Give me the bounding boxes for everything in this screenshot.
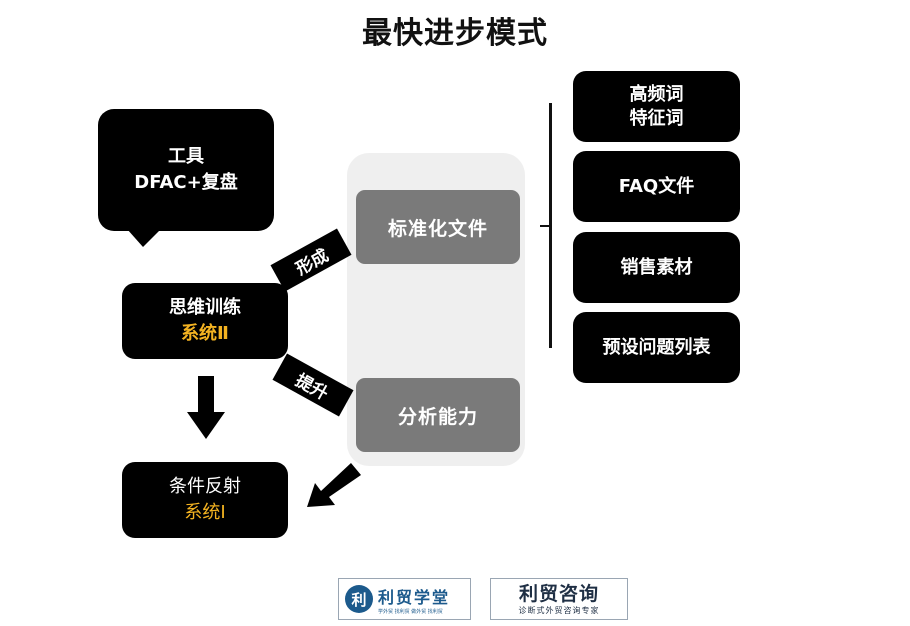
tool-bubble: 工具 DFAC+复盘 bbox=[98, 109, 274, 231]
libao-academy-tagline: 学外贸 找利贸 做外贸 找利贸 bbox=[378, 608, 443, 615]
right-item-label: FAQ文件 bbox=[618, 175, 695, 197]
right-item-label: 高频词 特征词 bbox=[629, 83, 684, 129]
tool-bubble-title: 工具 bbox=[168, 146, 204, 167]
right-item-label: 预设问题列表 bbox=[602, 336, 711, 358]
down-arrow-icon bbox=[187, 376, 225, 439]
tool-bubble-pointer bbox=[127, 229, 161, 247]
tool-bubble-subtitle: DFAC+复盘 bbox=[134, 172, 238, 193]
libao-academy-emblem: 利 bbox=[345, 585, 373, 613]
right-item-sales-material: 销售素材 bbox=[573, 232, 740, 303]
form-connector-label: 形成 bbox=[270, 228, 352, 292]
right-item-label: 销售素材 bbox=[620, 256, 693, 278]
bracket-line bbox=[549, 103, 552, 348]
conditioned-reflex-box: 条件反射 系统Ⅰ bbox=[122, 462, 288, 538]
libao-consulting-logo: 利贸咨询 诊断式外贸咨询专家 bbox=[490, 578, 628, 620]
right-item-faq-file: FAQ文件 bbox=[573, 151, 740, 222]
libao-academy-logo: 利 利贸学堂 学外贸 找利贸 做外贸 找利贸 bbox=[338, 578, 471, 620]
standard-docs-box: 标准化文件 bbox=[356, 190, 520, 264]
system-2-label: 系统Ⅱ bbox=[181, 323, 229, 344]
improve-connector-label: 提升 bbox=[272, 353, 354, 417]
right-item-preset-questions: 预设问题列表 bbox=[573, 312, 740, 383]
bracket-connector bbox=[540, 225, 551, 227]
thinking-training-title: 思维训练 bbox=[169, 297, 241, 318]
thinking-training-box: 思维训练 系统Ⅱ bbox=[122, 283, 288, 359]
libao-academy-name: 利贸学堂 bbox=[378, 587, 451, 607]
conditioned-reflex-title: 条件反射 bbox=[169, 476, 241, 497]
right-item-high-freq-words: 高频词 特征词 bbox=[573, 71, 740, 142]
libao-consulting-tagline: 诊断式外贸咨询专家 bbox=[518, 605, 600, 615]
diagonal-arrow-icon bbox=[307, 463, 361, 507]
analysis-ability-box: 分析能力 bbox=[356, 378, 520, 452]
page-title: 最快进步模式 bbox=[362, 16, 548, 51]
libao-consulting-name: 利贸咨询 bbox=[518, 582, 599, 605]
system-1-label: 系统Ⅰ bbox=[184, 502, 226, 523]
